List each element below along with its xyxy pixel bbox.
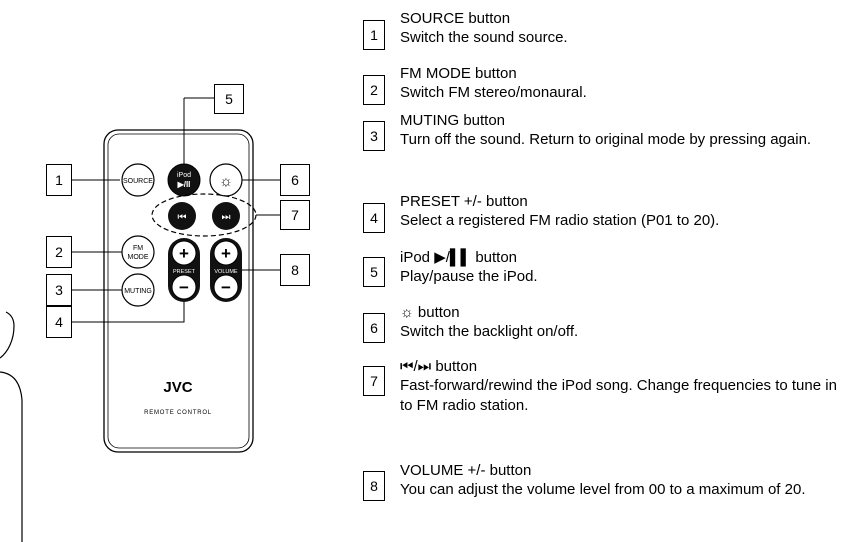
ipod-play-pause-button[interactable]: iPod ▶/II: [167, 163, 201, 197]
legend-num-5: 5: [363, 257, 385, 287]
previous-button[interactable]: ⏮: [168, 202, 196, 230]
legend-num-8: 8: [363, 471, 385, 501]
remote-control-label: REMOTE CONTROL: [144, 410, 212, 416]
source-button[interactable]: SOURCE: [121, 163, 155, 197]
previous-icon: ⏮: [178, 212, 187, 223]
legend-title-1: SOURCE button: [400, 10, 511, 27]
legend-desc-1: Switch the sound source.: [400, 29, 568, 46]
callout-7: 7: [280, 200, 310, 230]
legend-num-4: 4: [363, 203, 385, 233]
callout-6: 6: [280, 164, 310, 196]
legend-title-8: VOLUME +/- button: [400, 462, 532, 479]
volume-label: VOLUME: [214, 269, 238, 275]
legend-title-2: FM MODE button: [400, 65, 517, 82]
legend-title-7: ⏮/⏭ button: [400, 358, 478, 375]
remote-body-inner: [107, 133, 250, 449]
legend-desc-5: Play/pause the iPod.: [400, 268, 538, 285]
volume-minus-glyph: −: [221, 278, 231, 297]
callout-2: 2: [46, 236, 72, 268]
mode-label: MODE: [128, 254, 149, 261]
legend-desc-7: Fast-forward/rewind the iPod song. Chang…: [400, 377, 837, 414]
preset-rocker: + PRESET −: [168, 238, 200, 302]
legend-title-3: MUTING button: [400, 112, 506, 129]
muting-button[interactable]: MUTING: [121, 273, 155, 307]
legend-num-6: 6: [363, 313, 385, 343]
preset-label: PRESET: [173, 269, 196, 275]
callout-1: 1: [46, 164, 72, 196]
remote-diagram: SOURCE iPod ▶/II ☼ ⏮ ⏭ FM MODE MUTING: [0, 97, 280, 542]
legend-title-5: iPod ▶/▌▌ button: [400, 249, 518, 266]
preset-minus-glyph: −: [179, 278, 189, 297]
callout-8: 8: [280, 254, 310, 286]
fm-label: FM: [133, 245, 143, 252]
volume-rocker: + VOLUME −: [210, 238, 242, 302]
ipod-label: iPod: [177, 172, 191, 179]
fm-mode-button[interactable]: FM MODE: [121, 235, 155, 269]
volume-plus-glyph: +: [221, 244, 231, 263]
jvc-logo: JVC: [163, 379, 192, 396]
legend-desc-4: Select a registered FM radio station (P0…: [400, 212, 720, 229]
next-button[interactable]: ⏭: [212, 202, 240, 230]
play-pause-glyph: ▶/II: [177, 180, 191, 189]
device-edge-curve: [0, 311, 15, 359]
volume-plus-button[interactable]: [213, 240, 239, 266]
legend-desc-3: Turn off the sound. Return to original m…: [400, 131, 812, 148]
legend-num-3: 3: [363, 121, 385, 151]
preset-plus-button[interactable]: [171, 240, 197, 266]
legend-num-2: 2: [363, 75, 385, 105]
legend-desc-2: Switch FM stereo/monaural.: [400, 84, 587, 101]
legend-num-1: 1: [363, 20, 385, 50]
muting-label: MUTING: [124, 288, 152, 295]
backlight-button[interactable]: ☼: [209, 163, 243, 197]
device-edge-body: [0, 371, 23, 542]
legend-desc-8: You can adjust the volume level from 00 …: [400, 481, 806, 498]
preset-plus-glyph: +: [179, 244, 189, 263]
legend-num-7: 7: [363, 366, 385, 396]
legend-title-4: PRESET +/- button: [400, 193, 528, 210]
preset-minus-button[interactable]: [171, 274, 197, 300]
callout-3: 3: [46, 274, 72, 306]
legend-desc-6: Switch the backlight on/off.: [400, 323, 579, 340]
legend-title-6: ☼ button: [400, 304, 460, 321]
next-icon: ⏭: [222, 212, 231, 223]
source-button-label: SOURCE: [123, 178, 153, 185]
callout-4: 4: [46, 306, 72, 338]
callout-5: 5: [214, 84, 244, 114]
sun-icon: ☼: [219, 173, 233, 190]
volume-minus-button[interactable]: [213, 274, 239, 300]
